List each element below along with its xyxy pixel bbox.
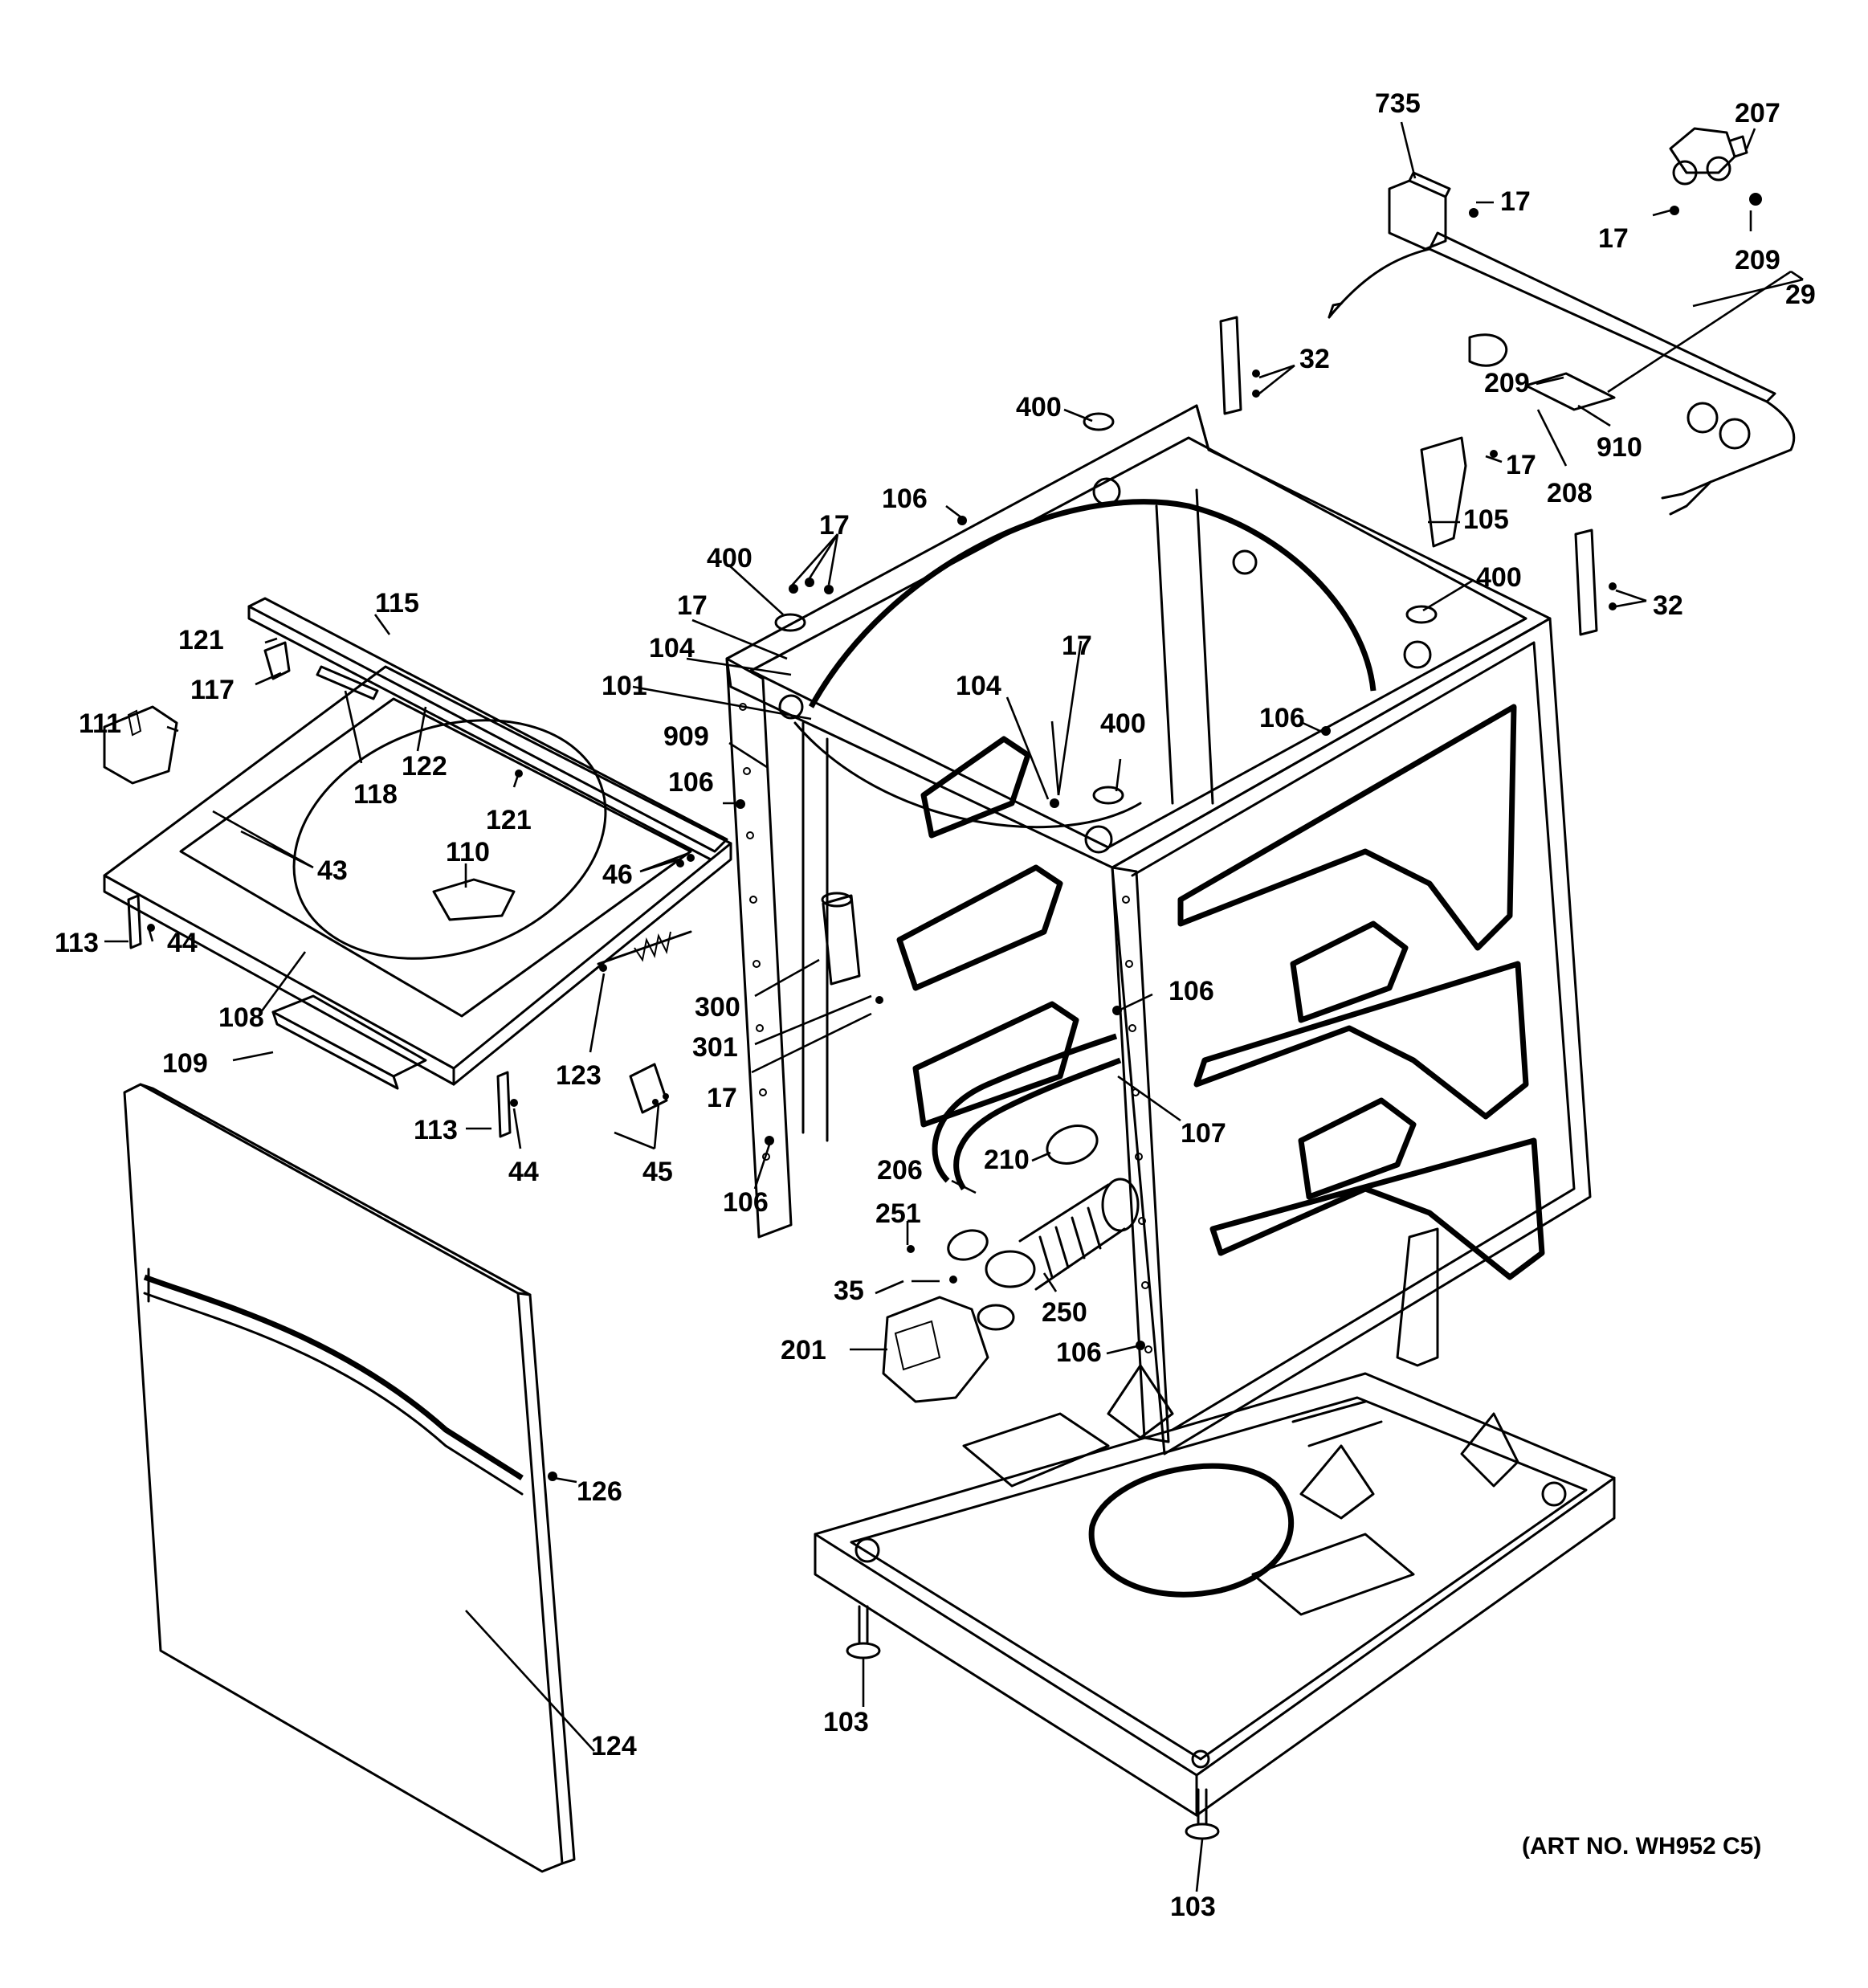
- drain-system: [821, 892, 1140, 1403]
- backsplash-assembly: [1219, 127, 1796, 636]
- leader-lines: [104, 121, 1804, 1892]
- callout-206: 206: [877, 1155, 923, 1186]
- callout-909: 909: [663, 721, 709, 752]
- callout-32: 32: [1653, 590, 1683, 621]
- callout-105: 105: [1463, 504, 1509, 535]
- callout-103: 103: [823, 1707, 869, 1737]
- callout-103: 103: [1170, 1892, 1216, 1922]
- callout-17: 17: [1500, 186, 1531, 217]
- callout-124: 124: [591, 1731, 637, 1761]
- callout-labels: 735 207 17 17 209 29 32 209 910 208 400 …: [55, 88, 1816, 1922]
- callout-300: 300: [695, 992, 740, 1023]
- callout-17: 17: [677, 590, 708, 621]
- callout-201: 201: [781, 1335, 826, 1365]
- callout-122: 122: [402, 751, 447, 782]
- callout-207: 207: [1735, 98, 1780, 129]
- leveling-leg-right: [1185, 1788, 1220, 1840]
- callout-400: 400: [707, 543, 753, 574]
- callout-118: 118: [353, 779, 398, 810]
- callout-400: 400: [1016, 392, 1062, 423]
- callout-32: 32: [1299, 344, 1330, 374]
- callout-115: 115: [375, 588, 419, 618]
- callout-106: 106: [668, 767, 714, 798]
- callout-121: 121: [486, 805, 532, 835]
- callout-17: 17: [819, 510, 850, 541]
- callout-117: 117: [190, 675, 235, 705]
- base-frame: [814, 1364, 1616, 1817]
- callout-113: 113: [55, 928, 99, 958]
- callout-107: 107: [1181, 1118, 1226, 1149]
- callout-113: 113: [414, 1115, 458, 1145]
- callout-106: 106: [1056, 1337, 1102, 1368]
- callout-209: 209: [1735, 245, 1780, 276]
- callout-209: 209: [1484, 368, 1530, 398]
- callout-17: 17: [1062, 631, 1092, 661]
- callout-101: 101: [602, 671, 647, 701]
- leveling-leg-left: [846, 1605, 881, 1659]
- callout-251: 251: [875, 1198, 921, 1229]
- callout-111: 111: [79, 708, 121, 739]
- callout-208: 208: [1547, 478, 1593, 508]
- callout-17: 17: [707, 1083, 737, 1113]
- callout-210: 210: [984, 1145, 1030, 1175]
- callout-106: 106: [723, 1187, 769, 1218]
- callout-250: 250: [1042, 1297, 1087, 1328]
- callout-17: 17: [1506, 450, 1536, 480]
- callout-106: 106: [1169, 976, 1214, 1006]
- callout-106: 106: [882, 484, 928, 514]
- callout-735: 735: [1375, 88, 1421, 119]
- callout-126: 126: [577, 1476, 622, 1507]
- callout-17: 17: [1598, 223, 1629, 254]
- callout-45: 45: [642, 1157, 673, 1187]
- callout-104: 104: [649, 633, 695, 663]
- callout-46: 46: [602, 859, 633, 890]
- callout-44: 44: [167, 928, 198, 958]
- callout-29: 29: [1785, 280, 1816, 310]
- callout-108: 108: [218, 1002, 264, 1033]
- callout-104: 104: [956, 671, 1001, 701]
- callout-400: 400: [1100, 708, 1146, 739]
- callout-35: 35: [834, 1276, 864, 1306]
- callout-121: 121: [178, 625, 224, 655]
- callout-44: 44: [508, 1157, 539, 1187]
- art-number: (ART NO. WH952 C5): [1522, 1833, 1761, 1859]
- callout-301: 301: [692, 1032, 738, 1063]
- callout-109: 109: [162, 1048, 208, 1079]
- fasteners: [147, 193, 1762, 1481]
- callout-43: 43: [317, 855, 348, 886]
- callout-910: 910: [1597, 432, 1642, 463]
- callout-400: 400: [1476, 562, 1522, 593]
- callout-110: 110: [446, 837, 490, 867]
- front-panel: [123, 1083, 576, 1873]
- callout-106: 106: [1259, 703, 1305, 733]
- callout-123: 123: [556, 1060, 602, 1091]
